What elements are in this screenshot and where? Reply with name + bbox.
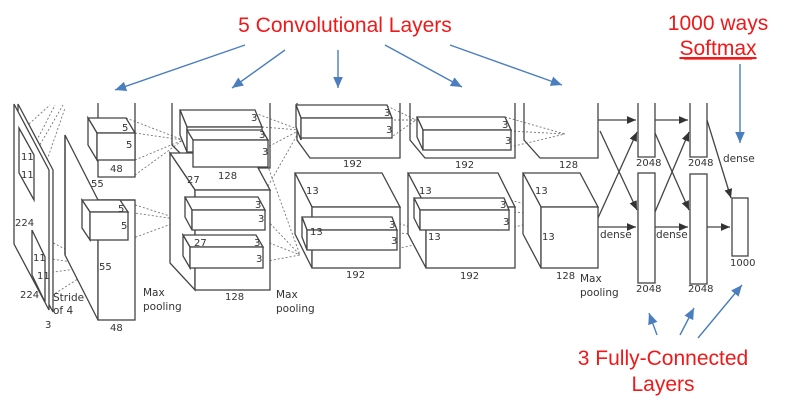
conv3-kernel-label: 3 bbox=[386, 125, 392, 136]
conv5-depth-bottom: 128 bbox=[556, 271, 575, 282]
conv1-kernel-label: 5 bbox=[126, 140, 132, 151]
arrow-conv4 bbox=[384, 44, 463, 88]
conv4-size-label: 13 bbox=[419, 186, 432, 197]
conv3-kernel-label: 3 bbox=[391, 236, 397, 247]
conv4-depth-top: 192 bbox=[455, 160, 474, 171]
conv3-size-label: 13 bbox=[306, 186, 319, 197]
conv1-depth-top: 48 bbox=[110, 164, 123, 175]
pool5-label-line2: pooling bbox=[580, 287, 619, 299]
conv-layers-title: 5 Convolutional Layers bbox=[238, 14, 452, 37]
conv4-depth-bottom: 192 bbox=[460, 271, 479, 282]
pool2-label-line1: Max bbox=[276, 289, 298, 301]
arrow-fc6 bbox=[648, 312, 658, 336]
input-kernel-label: 11 bbox=[37, 271, 50, 282]
fc-title-line2: Layers bbox=[631, 373, 694, 396]
conv3-size-label: 13 bbox=[310, 227, 323, 238]
conv4-block bbox=[406, 103, 517, 269]
conv2-kernel-label: 3 bbox=[255, 200, 261, 211]
stride-label-line2: of 4 bbox=[53, 305, 73, 317]
pool5-label-line1: Max bbox=[580, 273, 602, 285]
conv1-kernel-label: 5 bbox=[121, 221, 127, 232]
fc-layers bbox=[597, 103, 749, 285]
conv3-depth-top: 192 bbox=[343, 159, 362, 170]
conv4-kernel-label: 3 bbox=[503, 217, 509, 228]
conv3-kernel-label: 3 bbox=[384, 108, 390, 119]
conv2-kernel-label: 3 bbox=[262, 147, 268, 158]
conv2-depth-bottom: 128 bbox=[225, 292, 244, 303]
arrow-fc8 bbox=[697, 284, 743, 339]
input-kernel-label: 11 bbox=[21, 152, 34, 163]
dense-label: dense bbox=[600, 229, 632, 241]
arrow-conv5 bbox=[449, 44, 563, 86]
arrow-conv2 bbox=[231, 49, 286, 89]
arrow-conv1 bbox=[114, 44, 246, 91]
conv4-kernel-label: 3 bbox=[500, 200, 506, 211]
input-kernel-label: 11 bbox=[21, 170, 34, 181]
conv2-kernel-label: 3 bbox=[258, 214, 264, 225]
conv2-size-label: 27 bbox=[194, 238, 207, 249]
input-channels-label: 3 bbox=[45, 320, 51, 331]
conv5-depth-top: 128 bbox=[559, 160, 578, 171]
pool1-label-line1: Max bbox=[143, 287, 165, 299]
stride-label-line1: Stride bbox=[53, 292, 84, 304]
conv3-block bbox=[293, 103, 402, 269]
output-bar bbox=[731, 197, 749, 257]
conv1-depth-bottom: 48 bbox=[110, 323, 123, 334]
conv2-kernel-label: 3 bbox=[259, 130, 265, 141]
softmax-title-line1: 1000 ways bbox=[668, 12, 768, 35]
input-kernel-label: 11 bbox=[33, 253, 46, 264]
fc-title-line1: 3 Fully-Connected bbox=[578, 347, 748, 370]
fc6-bottom-label: 2048 bbox=[636, 284, 661, 295]
input-image-block bbox=[13, 103, 54, 313]
conv2-kernel-label: 3 bbox=[254, 238, 260, 249]
softmax-title-line2: Softmax bbox=[679, 37, 757, 60]
pool1-label-line2: pooling bbox=[143, 301, 182, 313]
conv1-size-label: 55 bbox=[91, 179, 104, 190]
conv4-size-label: 13 bbox=[428, 232, 441, 243]
arrow-fc7 bbox=[679, 307, 695, 336]
conv2-size-label: 27 bbox=[187, 175, 200, 186]
fc6-bottom-bar bbox=[637, 172, 656, 284]
fc6-top-label: 2048 bbox=[636, 158, 661, 169]
conv1-block bbox=[64, 103, 137, 321]
conv3-depth-bottom: 192 bbox=[346, 270, 365, 281]
input-width-label: 224 bbox=[20, 290, 39, 301]
input-height-label: 224 bbox=[15, 218, 34, 229]
fc7-bottom-bar bbox=[689, 173, 708, 285]
conv2-depth-top: 128 bbox=[218, 171, 237, 182]
fc7-top-label: 2048 bbox=[688, 158, 713, 169]
annotation-arrows bbox=[114, 44, 745, 339]
conv2-kernel-label: 3 bbox=[256, 254, 262, 265]
conv1-kernel-label: 5 bbox=[118, 204, 124, 215]
conv5-size-label: 13 bbox=[542, 232, 555, 243]
conv4-kernel-label: 3 bbox=[502, 120, 508, 131]
output-label: 1000 bbox=[730, 258, 755, 269]
conv2-block bbox=[168, 103, 272, 292]
pool2-label-line2: pooling bbox=[276, 303, 315, 315]
conv3-kernel-label: 3 bbox=[389, 220, 395, 231]
dense-label: dense bbox=[723, 153, 755, 165]
conv5-block bbox=[521, 103, 600, 269]
conv2-kernel-label: 3 bbox=[251, 113, 257, 124]
conv5-size-label: 13 bbox=[535, 186, 548, 197]
conv1-kernel-label: 5 bbox=[122, 123, 128, 134]
conv4-kernel-label: 3 bbox=[505, 136, 511, 147]
conv1-size-label: 55 bbox=[99, 262, 112, 273]
dense-label: dense bbox=[656, 229, 688, 241]
fc7-bottom-label: 2048 bbox=[688, 284, 713, 295]
